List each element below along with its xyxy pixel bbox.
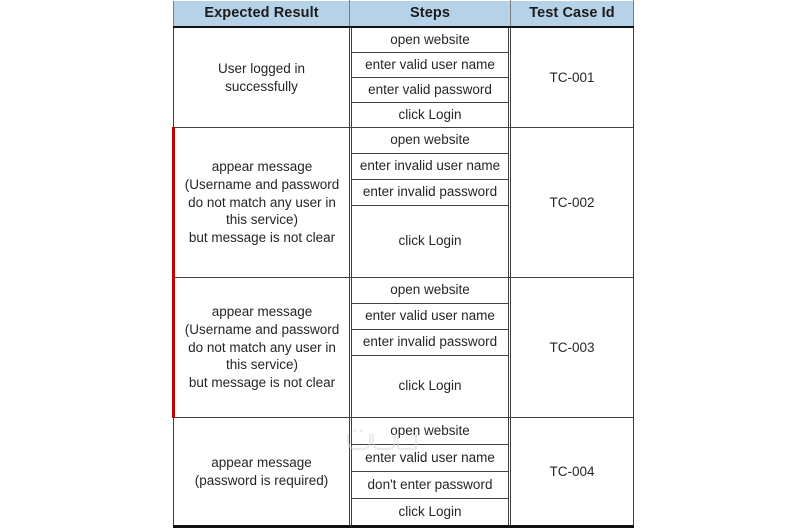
step-item: click Login	[351, 355, 509, 417]
steps-cell: open website enter valid user name don't…	[349, 417, 511, 528]
header-row: Expected Result Steps Test Case Id	[173, 0, 634, 28]
steps-list: open website enter valid user name don't…	[351, 418, 509, 525]
expected-line: appear message	[211, 158, 313, 174]
steps-cell: open website enter valid user name enter…	[349, 277, 511, 418]
test-case-id-cell: TC-003	[510, 277, 634, 418]
expected-line: appear message	[211, 454, 312, 470]
test-case-id-cell: TC-001	[510, 27, 634, 128]
column-header-steps: Steps	[349, 0, 511, 28]
table-body: User logged in successfully open website…	[172, 27, 634, 528]
expected-line: but message is not clear	[188, 230, 336, 246]
expected-result-cell: appear message (Username and password do…	[172, 277, 350, 418]
test-case-id-cell: TC-002	[510, 127, 634, 278]
step-item: click Login	[351, 498, 509, 525]
expected-line: successfully	[225, 78, 298, 94]
test-case-id-cell: TC-004	[510, 417, 634, 528]
test-case-table-container: Expected Result Steps Test Case Id User …	[172, 0, 634, 528]
expected-result-cell: appear message (Username and password do…	[172, 127, 350, 278]
step-item: enter valid user name	[351, 444, 509, 472]
table-header: Expected Result Steps Test Case Id	[173, 0, 634, 28]
step-item: click Login	[351, 205, 509, 277]
expected-line: but message is not clear	[188, 375, 336, 391]
step-item: open website	[351, 278, 509, 304]
step-item: enter valid password	[351, 77, 509, 103]
expected-line: appear message	[211, 303, 313, 319]
expected-line: this service)	[225, 357, 298, 373]
step-item: open website	[351, 28, 509, 53]
column-header-test-case-id: Test Case Id	[510, 0, 634, 28]
expected-line: do not match any user in	[188, 194, 336, 210]
expected-result-cell: User logged in successfully	[173, 27, 350, 128]
expected-line: (Username and password	[184, 176, 340, 192]
step-item: enter invalid user name	[351, 153, 509, 180]
column-header-expected-result: Expected Result	[173, 0, 350, 28]
expected-line: this service)	[225, 212, 298, 228]
step-item: enter invalid password	[351, 329, 509, 356]
test-case-table: Expected Result Steps Test Case Id User …	[172, 0, 634, 528]
step-item: open website	[351, 128, 509, 154]
expected-line: (Username and password	[184, 321, 340, 337]
step-item: open website	[351, 418, 509, 445]
steps-list: open website enter invalid user name ent…	[351, 128, 509, 277]
steps-cell: open website enter valid user name enter…	[349, 27, 511, 128]
table-row: appear message (Username and password do…	[172, 127, 634, 278]
step-item: don't enter password	[351, 471, 509, 499]
steps-list: open website enter valid user name enter…	[351, 278, 509, 417]
step-item: enter invalid password	[351, 179, 509, 206]
expected-line: (password is required)	[194, 472, 329, 488]
table-row: appear message (password is required) op…	[173, 417, 634, 528]
step-item: enter valid user name	[351, 303, 509, 330]
expected-result-cell: appear message (password is required)	[173, 417, 350, 528]
steps-list: open website enter valid user name enter…	[351, 28, 509, 127]
table-row: User logged in successfully open website…	[173, 27, 634, 128]
expected-line: do not match any user in	[188, 339, 336, 355]
step-item: enter valid user name	[351, 52, 509, 78]
steps-cell: open website enter invalid user name ent…	[349, 127, 511, 278]
table-row: appear message (Username and password do…	[172, 277, 634, 418]
expected-line: User logged in	[217, 60, 306, 76]
step-item: click Login	[351, 102, 509, 127]
